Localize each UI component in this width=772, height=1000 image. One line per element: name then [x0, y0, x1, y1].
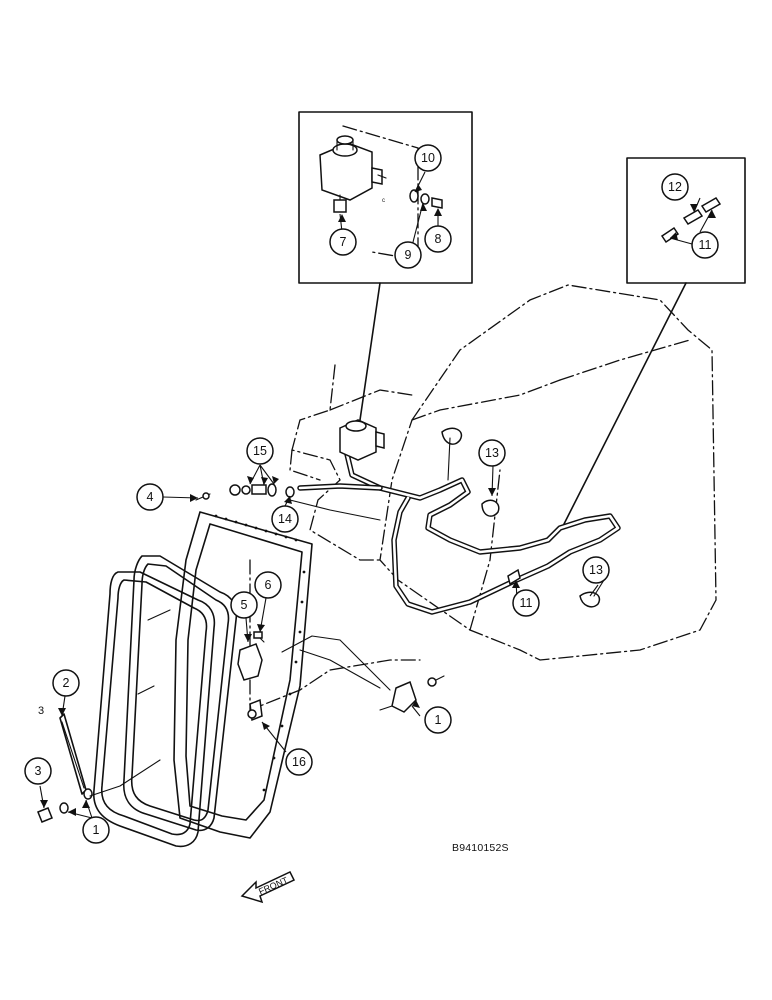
callout-1-left: 1	[82, 816, 110, 844]
callout-10: 10	[414, 144, 442, 172]
svg-text:15: 15	[253, 444, 267, 458]
label-3-small: 3	[38, 705, 44, 717]
svg-text:1: 1	[93, 823, 100, 837]
svg-text:14: 14	[278, 512, 292, 526]
callout-13-lower: 13	[582, 556, 610, 584]
callout-16: 16	[285, 748, 313, 776]
svg-text:7: 7	[340, 235, 347, 249]
svg-text:13: 13	[485, 446, 499, 460]
callout-8: 8	[424, 225, 452, 253]
washer-hose	[289, 427, 621, 615]
front-label: FRONT	[257, 875, 290, 897]
callout-4: 4	[136, 483, 164, 511]
callout-1-right: 1	[424, 706, 452, 734]
svg-text:9: 9	[405, 248, 412, 262]
svg-text:16: 16	[292, 755, 306, 769]
detail-box-connectors	[563, 157, 746, 525]
callout-6: 6	[254, 571, 282, 599]
svg-text:8: 8	[435, 232, 442, 246]
callout-15: 15	[246, 437, 274, 465]
callout-13-upper: 13	[478, 439, 506, 467]
washer-reservoir	[339, 419, 385, 461]
svg-text:2: 2	[63, 676, 70, 690]
svg-text:c: c	[382, 198, 385, 204]
svg-text:6: 6	[265, 578, 272, 592]
svg-text:11: 11	[520, 596, 533, 610]
leader-arrowheads	[40, 184, 716, 816]
svg-text:5: 5	[241, 598, 248, 612]
window-glass	[93, 555, 238, 848]
window-frame	[173, 511, 313, 839]
callout-12: 12	[661, 173, 689, 201]
callout-5: 5	[230, 591, 258, 619]
nozzle-fittings	[195, 483, 295, 501]
callout-11-detail: 11	[691, 231, 719, 259]
svg-text:3: 3	[35, 764, 42, 778]
svg-text:12: 12	[668, 180, 682, 194]
svg-text:11: 11	[699, 238, 712, 252]
callout-2: 2	[52, 669, 80, 697]
cab-outline	[249, 284, 717, 711]
svg-text:13: 13	[589, 563, 603, 577]
wiper-arm	[37, 713, 161, 823]
callout-14: 14	[271, 505, 299, 533]
svg-text:4: 4	[147, 490, 154, 504]
wiper-motor	[237, 631, 445, 713]
callout-3: 3	[24, 757, 52, 785]
drawing-code: B9410152S	[452, 842, 509, 854]
svg-text:10: 10	[421, 151, 435, 165]
callout-11-main: 11	[512, 589, 540, 617]
callout-9: 9	[394, 241, 422, 269]
svg-text:1: 1	[435, 713, 442, 727]
leader-lines	[39, 464, 599, 819]
detail-box-reservoir: c	[298, 111, 473, 421]
front-arrow: FRONT	[240, 871, 296, 904]
callout-7: 7	[329, 228, 357, 256]
